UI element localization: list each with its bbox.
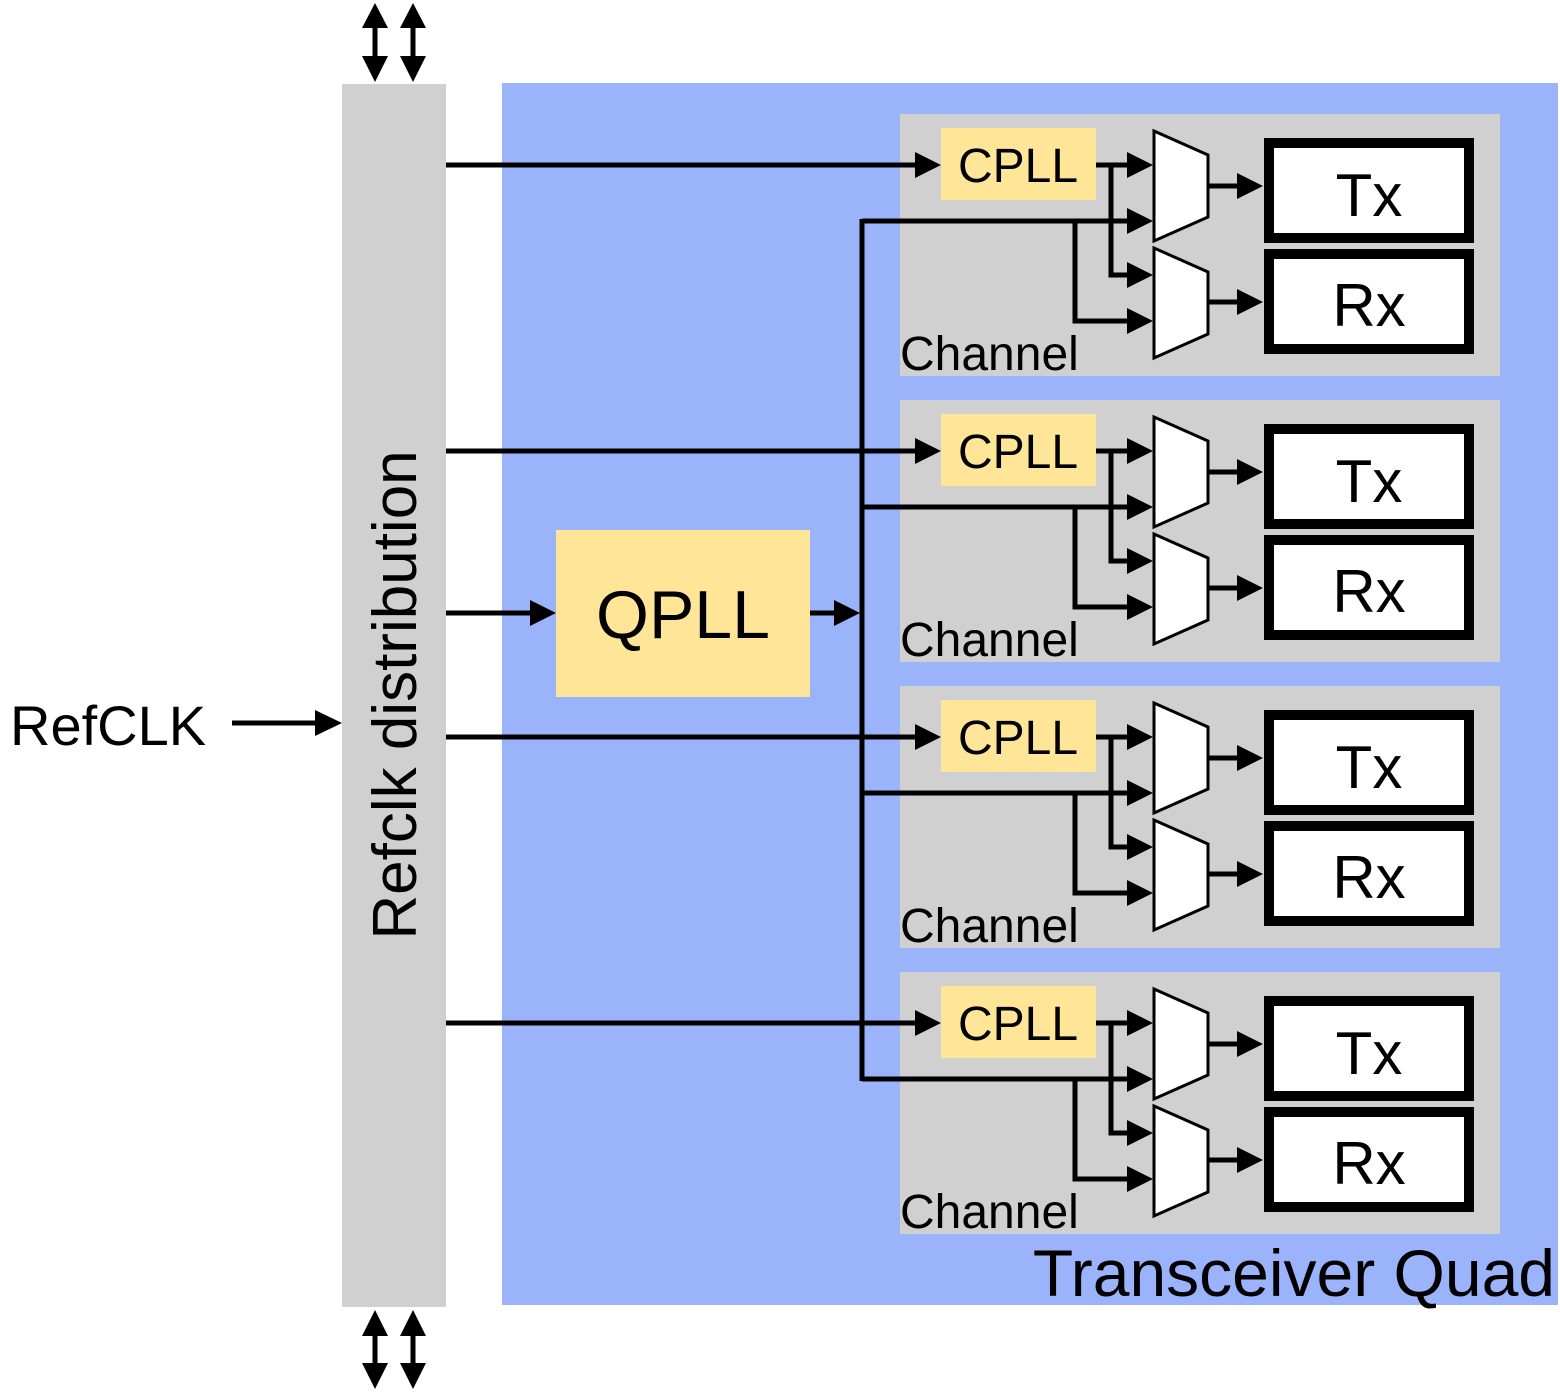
- qpll-to-rx-mux-line: [1072, 1079, 1130, 1182]
- tx-label: Tx: [1336, 1020, 1403, 1087]
- transceiver-quad-label: Transceiver Quad: [1033, 1236, 1555, 1310]
- tx-clock-mux: [1152, 128, 1210, 244]
- tx-block: [1264, 424, 1474, 529]
- bidirectional-arrow-icon: [362, 3, 388, 82]
- qpll-to-rx-mux-line: [1072, 793, 1130, 896]
- tx-clock-mux: [1152, 986, 1210, 1102]
- qpll-to-rx-mux-line: [1072, 221, 1130, 324]
- arrow-head: [1127, 1066, 1153, 1092]
- rx-block: [1264, 535, 1474, 640]
- tx-label: Tx: [1336, 162, 1403, 229]
- cpll-label: CPLL: [958, 140, 1078, 193]
- tx-clock-mux: [1152, 414, 1210, 530]
- cpll-label: CPLL: [958, 998, 1078, 1051]
- cpll-to-tx-mux-arrow: [1096, 152, 1153, 178]
- channel-label: Channel: [900, 900, 1079, 953]
- tx-label: Tx: [1336, 734, 1403, 801]
- refclk-to-qpll-arrow: [446, 600, 556, 626]
- rx-block: [1264, 1107, 1474, 1212]
- cpll-label: CPLL: [958, 426, 1078, 479]
- tx-block: [1264, 996, 1474, 1101]
- arrow-head: [1127, 834, 1153, 860]
- arrow-head: [1127, 880, 1153, 906]
- channel-label: Channel: [900, 1186, 1079, 1239]
- cpll-to-rx-mux-line: [1108, 451, 1130, 564]
- rx-label: Rx: [1332, 1130, 1405, 1197]
- cpll-block: [941, 986, 1096, 1058]
- cpll-to-rx-mux-line: [1108, 165, 1130, 278]
- rx-mux-output-arrow: [1208, 575, 1263, 601]
- arrow-head: [1127, 594, 1153, 620]
- cpll-to-tx-mux-arrow: [1096, 724, 1153, 750]
- rx-label: Rx: [1332, 844, 1405, 911]
- bidirectional-arrow-icon: [400, 1310, 426, 1389]
- cpll-to-tx-mux-arrow: [1096, 1010, 1153, 1036]
- rx-mux-output-arrow: [1208, 1147, 1263, 1173]
- cpll-block: [941, 414, 1096, 486]
- bidirectional-arrow-icon: [400, 3, 426, 82]
- arrow-head: [1127, 1166, 1153, 1192]
- qpll-label: QPLL: [596, 577, 770, 653]
- bidirectional-arrow-icon: [362, 1310, 388, 1389]
- tx-mux-output-arrow: [1208, 459, 1263, 485]
- qpll-block: [556, 530, 810, 697]
- refclk-distribution-label: Refclk distribution: [361, 450, 430, 939]
- rx-clock-mux: [1152, 245, 1210, 361]
- arrow-head: [1127, 262, 1153, 288]
- refclk-to-cpll-arrow: [446, 1010, 941, 1036]
- tx-clock-mux: [1152, 700, 1210, 816]
- arrow-head: [1127, 208, 1153, 234]
- arrow-head: [1127, 308, 1153, 334]
- cpll-block: [941, 700, 1096, 772]
- tx-mux-output-arrow: [1208, 173, 1263, 199]
- arrow-head: [1127, 494, 1153, 520]
- refclk-input-label: RefCLK: [10, 694, 206, 757]
- tx-mux-output-arrow: [1208, 1031, 1263, 1057]
- rx-mux-output-arrow: [1208, 289, 1263, 315]
- qpll-output-arrow: [810, 600, 860, 626]
- qpll-to-rx-mux-line: [1072, 507, 1130, 610]
- tx-block: [1264, 138, 1474, 243]
- rx-clock-mux: [1152, 531, 1210, 647]
- rx-label: Rx: [1332, 272, 1405, 339]
- cpll-to-rx-mux-line: [1108, 1023, 1130, 1136]
- tx-mux-output-arrow: [1208, 745, 1263, 771]
- channel-label: Channel: [900, 614, 1079, 667]
- arrow-head: [1127, 1120, 1153, 1146]
- rx-block: [1264, 821, 1474, 926]
- arrow-head: [1127, 780, 1153, 806]
- refclk-to-cpll-arrow: [446, 438, 941, 464]
- refclk-to-cpll-arrow: [446, 152, 941, 178]
- cpll-to-tx-mux-arrow: [1096, 438, 1153, 464]
- rx-clock-mux: [1152, 1103, 1210, 1219]
- refclk-input-arrow: [232, 710, 342, 736]
- channel-label: Channel: [900, 328, 1079, 381]
- rx-clock-mux: [1152, 817, 1210, 933]
- refclk-to-cpll-arrow: [446, 724, 941, 750]
- cpll-block: [941, 128, 1096, 200]
- rx-block: [1264, 249, 1474, 354]
- tx-label: Tx: [1336, 448, 1403, 515]
- cpll-to-rx-mux-line: [1108, 737, 1130, 850]
- rx-label: Rx: [1332, 558, 1405, 625]
- refclk-distribution-bar: [342, 84, 446, 1307]
- rx-mux-output-arrow: [1208, 861, 1263, 887]
- cpll-label: CPLL: [958, 712, 1078, 765]
- tx-block: [1264, 710, 1474, 815]
- arrow-head: [1127, 548, 1153, 574]
